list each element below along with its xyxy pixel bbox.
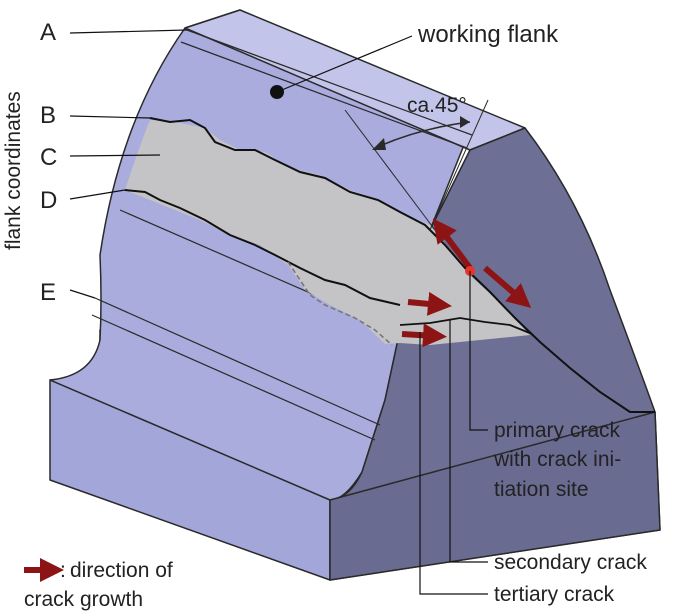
primary-crack-line [149,117,655,413]
legend-line-2: crack growth [24,588,143,611]
base-side-face [329,411,661,581]
coord-c: C [40,144,57,171]
primary-arrow-down [483,265,532,308]
working-flank-label: working flank [417,21,559,48]
crack-callouts [419,271,488,595]
fracture-surface [125,120,530,345]
angle-annotation: ca.45° [344,94,489,231]
flank-coordinates-label: flank coordinates [2,91,25,250]
growth-arrows [401,218,532,348]
secondary-arrow [407,291,452,316]
legend-colon: : [60,559,66,582]
coordinate-labels: A B C D E [40,19,188,306]
legend: : direction of crack growth [24,558,173,611]
secondary-crack-label: secondary crack [494,551,647,574]
coord-e: E [40,279,56,306]
primary-arrow-up [432,218,473,270]
coord-d: D [40,187,57,214]
tertiary-crack-label: tertiary crack [494,583,615,606]
working-flank-callout: working flank [270,21,559,99]
gear-tooth [49,9,661,581]
coord-a: A [40,19,56,46]
primary-crack-label-1: primary crack [494,419,621,442]
angle-label: ca.45° [407,94,467,117]
primary-crack-label-2: with crack ini- [493,448,621,471]
coord-b: B [40,102,56,129]
crack-boundary-dashed [287,261,393,346]
tertiary-arrow [401,323,447,348]
legend-line-1: direction of [70,559,173,582]
secondary-crack-line [124,189,401,306]
primary-crack-label-3: tiation site [494,478,589,501]
